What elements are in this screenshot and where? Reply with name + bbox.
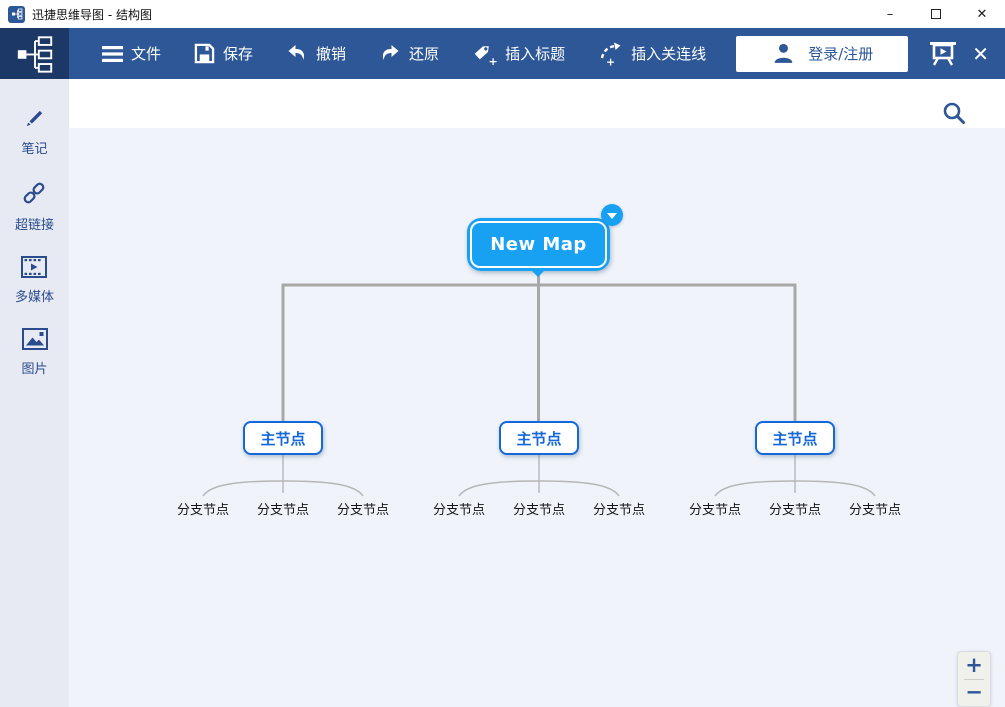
presentation-screen-icon xyxy=(930,41,957,66)
zoom-out-button[interactable]: − xyxy=(965,680,983,705)
toolbar-close-button[interactable]: ✕ xyxy=(972,41,989,66)
toolbar-insert-relation-button[interactable]: + 插入关连线 xyxy=(598,41,706,66)
undo-icon xyxy=(286,43,308,65)
sub-toolbar-strip xyxy=(69,79,1005,128)
toolbar-file-button[interactable]: 文件 xyxy=(102,43,161,64)
sidebar-item-notes[interactable]: 笔记 xyxy=(21,105,48,157)
menu-icon xyxy=(102,45,123,63)
node-dropdown-badge[interactable] xyxy=(601,204,623,226)
sidebar-item-hyperlink[interactable]: 超链接 xyxy=(15,179,54,233)
branch-node[interactable]: 分支节点 xyxy=(848,503,902,518)
sidebar-item-image[interactable]: 图片 xyxy=(21,327,49,377)
app-logo-block xyxy=(0,28,69,79)
toolbar-undo-label: 撤销 xyxy=(316,45,347,63)
toolbar-save-button[interactable]: 保存 xyxy=(194,43,253,64)
main-node-2[interactable]: 主节点 xyxy=(499,421,579,455)
sidebar-hyperlink-label: 超链接 xyxy=(14,218,54,233)
root-node[interactable]: New Map xyxy=(467,218,610,271)
branch-node[interactable]: 分支节点 xyxy=(592,503,646,518)
toolbar-insert-title-label: 插入标题 xyxy=(505,45,566,63)
toolbar-save-label: 保存 xyxy=(223,45,254,63)
titlebar: 迅捷思维导图 - 结构图 – ✕ xyxy=(0,0,1005,28)
branch-node[interactable]: 分支节点 xyxy=(432,503,486,518)
login-register-button[interactable]: 登录/注册 xyxy=(736,35,909,72)
zoom-divider xyxy=(964,678,984,680)
window-title: 迅捷思维导图 - 结构图 xyxy=(32,7,152,22)
root-node-label: New Map xyxy=(470,221,607,268)
map-canvas[interactable] xyxy=(69,128,1005,707)
image-icon xyxy=(21,328,48,350)
toolbar-redo-button[interactable]: 还原 xyxy=(379,43,439,65)
svg-text:+: + xyxy=(606,56,615,67)
save-icon xyxy=(194,43,215,64)
toolbar-undo-button[interactable]: 撤销 xyxy=(286,43,346,65)
chevron-down-icon xyxy=(607,213,617,219)
minimize-button[interactable]: – xyxy=(886,6,894,22)
branch-node[interactable]: 分支节点 xyxy=(336,503,390,518)
relation-line-icon: + xyxy=(598,41,623,66)
toolbar-insert-relation-label: 插入关连线 xyxy=(631,45,707,63)
multimedia-icon xyxy=(21,256,48,278)
toolbar-redo-label: 还原 xyxy=(409,45,440,63)
branch-node[interactable]: 分支节点 xyxy=(256,503,310,518)
user-icon xyxy=(771,41,796,66)
sidebar: 笔记 超链接 多媒体 图片 xyxy=(0,79,69,707)
zoom-panel: + − xyxy=(957,651,991,707)
sidebar-notes-label: 笔记 xyxy=(21,142,48,157)
branch-node[interactable]: 分支节点 xyxy=(688,503,742,518)
app-logo-icon xyxy=(8,5,25,23)
branch-node[interactable]: 分支节点 xyxy=(512,503,566,518)
search-icon xyxy=(943,102,965,124)
link-icon xyxy=(24,182,45,204)
svg-text:+: + xyxy=(489,55,498,66)
zoom-in-button[interactable]: + xyxy=(965,652,983,677)
maximize-icon xyxy=(931,9,941,19)
pencil-icon xyxy=(27,110,43,126)
main-node-3[interactable]: 主节点 xyxy=(755,421,835,455)
main-node-1[interactable]: 主节点 xyxy=(243,421,323,455)
tag-plus-icon: + xyxy=(472,41,497,66)
search-button[interactable] xyxy=(938,97,970,129)
sidebar-image-label: 图片 xyxy=(21,362,48,377)
toolbar: 文件 保存 撤销 还原 xyxy=(0,28,1005,79)
branch-node[interactable]: 分支节点 xyxy=(176,503,230,518)
toolbar-file-label: 文件 xyxy=(131,45,162,63)
close-button[interactable]: ✕ xyxy=(976,6,988,22)
sidebar-multimedia-label: 多媒体 xyxy=(14,290,54,305)
login-register-label: 登录/注册 xyxy=(808,45,874,63)
toolbar-insert-title-button[interactable]: + 插入标题 xyxy=(472,41,565,66)
mindmap-logo-icon xyxy=(17,35,52,73)
redo-icon xyxy=(379,43,401,65)
root-node-notch xyxy=(531,270,545,277)
sidebar-item-multimedia[interactable]: 多媒体 xyxy=(15,255,54,305)
maximize-button[interactable] xyxy=(913,0,959,28)
branch-node[interactable]: 分支节点 xyxy=(768,503,822,518)
presentation-button[interactable] xyxy=(928,40,958,68)
